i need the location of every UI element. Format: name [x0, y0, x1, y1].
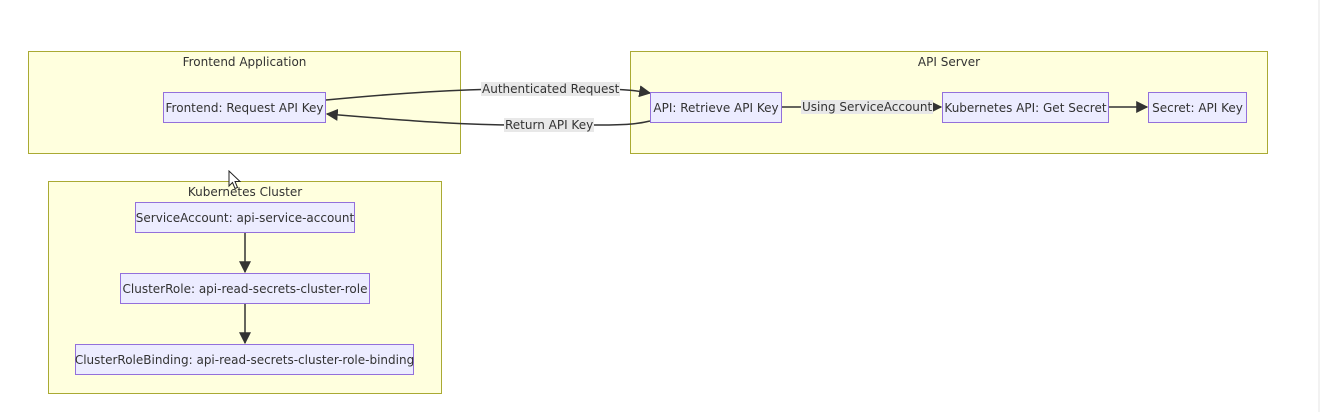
frontend-application-cluster: Frontend Application — [28, 51, 461, 154]
edge-label-return-api-key: Return API Key — [504, 118, 595, 132]
node-service-account[interactable]: ServiceAccount: api-service-account — [135, 202, 355, 233]
node-kubernetes-api-get-secret[interactable]: Kubernetes API: Get Secret — [942, 92, 1109, 123]
edge-label-using-service-account: Using ServiceAccount — [801, 100, 934, 114]
frontend-application-title: Frontend Application — [182, 55, 307, 69]
mouse-cursor-icon — [228, 170, 242, 190]
api-server-title: API Server — [917, 55, 981, 69]
edge-label-authenticated-request: Authenticated Request — [481, 82, 621, 96]
node-cluster-role-binding[interactable]: ClusterRoleBinding: api-read-secrets-clu… — [75, 344, 414, 375]
node-secret-api-key[interactable]: Secret: API Key — [1148, 92, 1247, 123]
window-right-border — [1318, 0, 1320, 412]
node-frontend-request-api-key[interactable]: Frontend: Request API Key — [163, 92, 326, 123]
node-cluster-role[interactable]: ClusterRole: api-read-secrets-cluster-ro… — [120, 273, 370, 304]
kubernetes-cluster-title: Kubernetes Cluster — [187, 185, 303, 199]
node-api-retrieve-api-key[interactable]: API: Retrieve API Key — [650, 92, 782, 123]
